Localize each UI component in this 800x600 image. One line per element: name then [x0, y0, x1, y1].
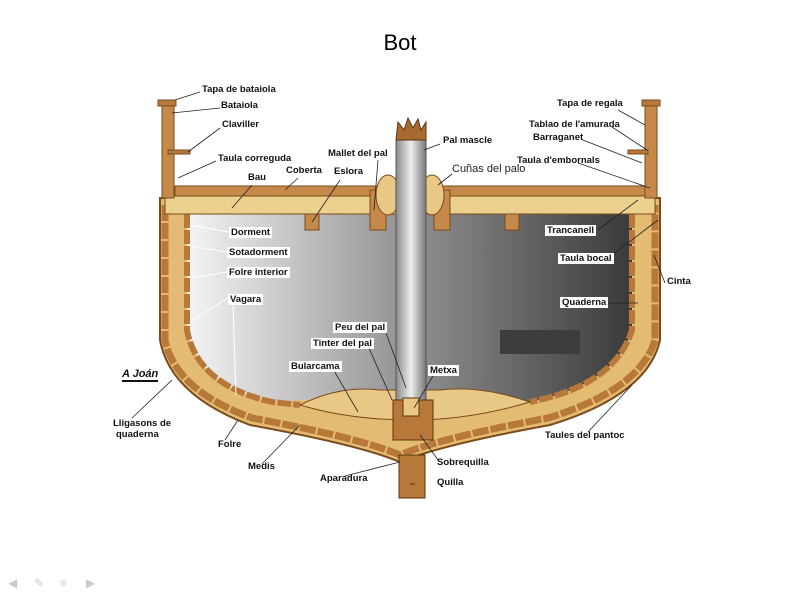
label-pal-mascle: Pal mascle — [443, 135, 493, 146]
label-bataiola: Bataiola — [221, 100, 258, 111]
label-tablao-de-lamurada: Tablao de l'amurada — [529, 119, 620, 130]
pen-icon[interactable]: ✎ — [34, 576, 45, 590]
label-mallet-del-pal: Mallet del pal — [328, 148, 388, 159]
quilla — [398, 454, 426, 499]
label-taula-correguda: Taula correguda — [218, 153, 292, 164]
label-folre-interior: Folre interior — [227, 267, 290, 278]
label-quilla: Quilla — [437, 477, 464, 488]
label-lligasons-line2: quaderna — [116, 429, 159, 440]
label-quaderna: Quaderna — [560, 297, 609, 308]
ceiling-planking — [184, 214, 635, 408]
claviller — [167, 149, 191, 155]
label-dorment: Dorment — [229, 227, 273, 238]
label-cunas-del-palo: Cuñas del palo — [452, 163, 526, 175]
label-vagara: Vagara — [228, 294, 264, 305]
label-eslora: Eslora — [334, 166, 364, 177]
label-aparadura: Aparadura — [320, 473, 368, 484]
mast — [395, 139, 427, 411]
label-trancanell: Trancanell — [545, 225, 596, 236]
label-claviller: Claviller — [222, 119, 259, 130]
tapa-regala — [641, 99, 661, 107]
previous-slide-icon[interactable]: ◀ — [8, 576, 18, 590]
tapa-bataiola — [157, 99, 177, 107]
blank-box — [500, 330, 580, 354]
barraganet — [627, 149, 649, 155]
label-sobrequilla: Sobrequilla — [437, 457, 489, 468]
label-coberta: Coberta — [286, 165, 322, 176]
label-taula-bocal: Taula bocal — [558, 253, 614, 264]
white-leader-lines — [189, 224, 237, 396]
label-tapa-de-regala: Tapa de regala — [557, 98, 623, 109]
label-bularcama: Bularcama — [289, 361, 342, 372]
label-metxa: Metxa — [428, 365, 459, 376]
label-bau: Bau — [248, 172, 266, 183]
eslora — [504, 213, 520, 231]
slide-title: Bot — [383, 30, 417, 55]
leader-lines — [131, 91, 666, 485]
metxa — [402, 397, 420, 417]
author-signature: A Joán — [122, 368, 159, 382]
label-sotadorment: Sotadorment — [227, 247, 290, 258]
label-tinter-del-pal: Tinter del pal — [311, 338, 374, 349]
next-slide-icon[interactable]: ▶ — [86, 576, 96, 590]
menu-icon[interactable]: ≡ — [60, 576, 68, 590]
label-cinta: Cinta — [667, 276, 691, 287]
label-peu-del-pal: Peu del pal — [333, 322, 388, 333]
label-barraganet: Barraganet — [533, 132, 584, 143]
label-taula-dembornals: Taula d'embornals — [517, 155, 600, 166]
label-taules-del-pantoc: Taules del pantoc — [545, 430, 625, 441]
label-folre: Folre — [218, 439, 242, 450]
label-lligasons-line1: Lligasons de — [113, 418, 172, 429]
label-medis: Medis — [248, 461, 275, 472]
label-tapa-de-bataiola: Tapa de bataiola — [202, 84, 276, 95]
mast-top — [395, 116, 427, 141]
